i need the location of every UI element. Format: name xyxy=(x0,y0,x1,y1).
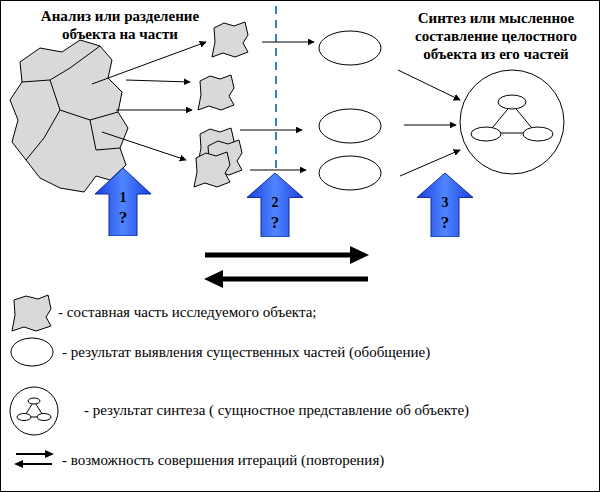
step-number: 2 xyxy=(272,193,279,213)
legend-text: - составная часть исследуемого объекта; xyxy=(58,303,316,321)
question-mark: ? xyxy=(119,208,128,228)
synthesis-circle xyxy=(460,70,564,174)
generalization-ellipses xyxy=(319,31,381,190)
legend-text: - результат синтеза ( сущностное предста… xyxy=(84,401,469,419)
section-heading: Анализ или разделение объекта на части xyxy=(22,7,218,43)
legend-samples xyxy=(10,295,58,468)
synthesis-arrows xyxy=(398,70,460,176)
iteration-arrows xyxy=(204,246,369,288)
question-mark: ? xyxy=(271,213,280,233)
question-arrow: 2? xyxy=(247,173,303,237)
question-arrow: 1? xyxy=(95,168,151,236)
question-arrow: 3? xyxy=(417,173,473,237)
node-text-holder: 2? xyxy=(247,173,303,237)
legend-text: - возможность совершения итераций (повто… xyxy=(62,451,384,469)
step-number: 3 xyxy=(442,193,449,213)
part-blobs xyxy=(194,22,248,187)
section-heading: Синтез или мысленное составление целостн… xyxy=(398,9,594,63)
question-mark: ? xyxy=(441,213,450,233)
node-text-holder: 3? xyxy=(417,173,473,237)
arrow-outline xyxy=(247,173,303,237)
analysis-arrows xyxy=(92,42,314,170)
step-number: 1 xyxy=(120,188,127,208)
arrow-outline xyxy=(417,173,473,237)
legend-text: - результат выявления существенных часте… xyxy=(62,343,430,361)
object-blob xyxy=(10,40,128,192)
node-text-holder: 1? xyxy=(95,168,151,236)
arrow-outline xyxy=(95,168,151,236)
divider-line xyxy=(275,6,277,198)
